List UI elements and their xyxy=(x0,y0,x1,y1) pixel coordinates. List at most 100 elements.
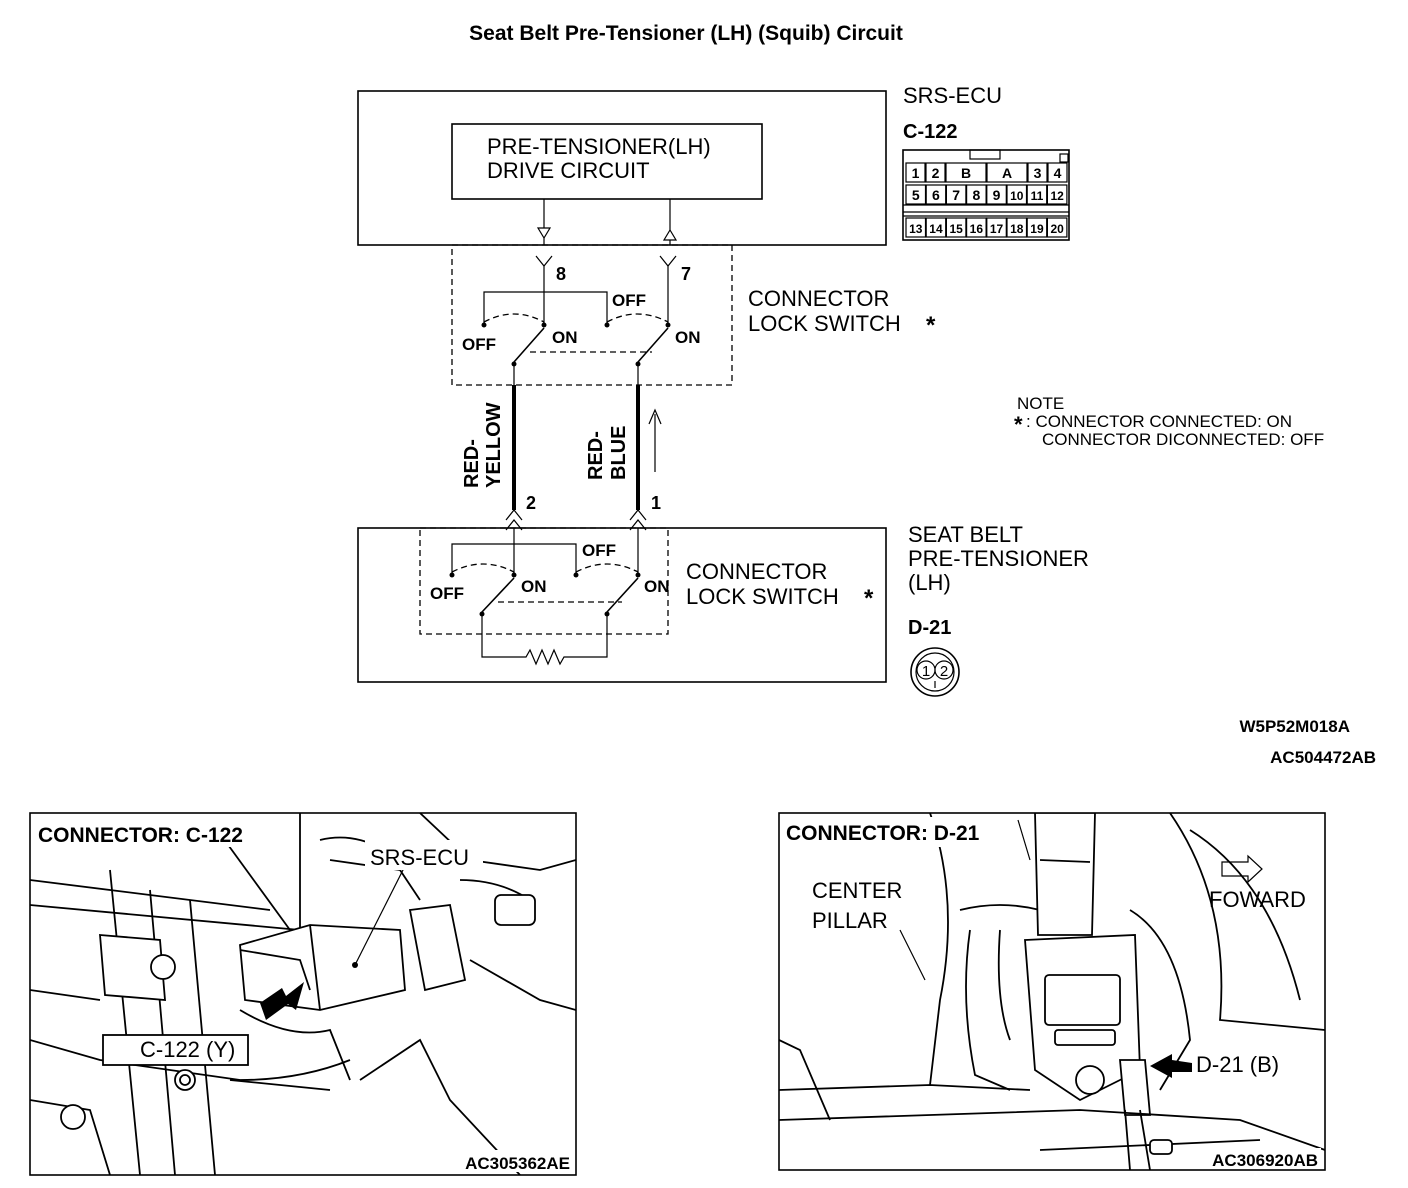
upper-on-right: ON xyxy=(675,328,701,347)
c122-cavity xyxy=(1047,162,1068,183)
pretensioner-name-line3: (LH) xyxy=(908,570,951,595)
c122-pin-label: 15 xyxy=(949,222,963,236)
c122-pin-label: 2 xyxy=(932,165,940,181)
photo-right-title: CONNECTOR: D-21 xyxy=(786,822,980,845)
c122-pin-label: 4 xyxy=(1054,165,1062,181)
c122-pin-label: 8 xyxy=(972,187,980,203)
upper-off-left: OFF xyxy=(462,335,496,354)
photo-left-panel: CONNECTOR: C-122 SRS-ECU C-122 (Y) AC305… xyxy=(29,812,577,1176)
pin1-fork-icon xyxy=(629,509,647,521)
ecu-connector-label: C-122 xyxy=(903,121,957,143)
c122-pin-label: 11 xyxy=(1031,189,1044,203)
c122-cavity xyxy=(986,217,1007,238)
c122-pin-label: 12 xyxy=(1050,189,1064,203)
c122-cavity xyxy=(925,184,947,205)
c122-cavity xyxy=(1006,184,1028,205)
upper-lock-switch: 8 7 OFF ON OFF ON xyxy=(451,244,733,386)
lower-on-left: ON xyxy=(521,577,547,596)
note-line1: : CONNECTOR CONNECTED: ON xyxy=(1026,412,1292,431)
c122-cavity xyxy=(945,162,987,183)
upper-switch-label-line1: CONNECTOR xyxy=(748,286,889,311)
lower-on-right: ON xyxy=(644,577,670,596)
d21-pin2: 2 xyxy=(940,663,948,680)
c122-cavity xyxy=(986,184,1007,205)
pin8-fork-icon xyxy=(535,255,553,267)
c122-pin-label: 3 xyxy=(1034,165,1042,181)
c122-pin-label: 16 xyxy=(970,222,984,236)
c122-pin-label: 13 xyxy=(909,222,923,236)
c122-pin-label: 17 xyxy=(990,222,1004,236)
left-wire-color-line1: RED- xyxy=(461,439,483,488)
c122-pin-label: A xyxy=(1002,165,1012,181)
pin2-fork-icon xyxy=(505,509,523,521)
c122-pin-label: B xyxy=(961,165,971,181)
c122-cavity xyxy=(1027,162,1048,183)
c122-cavity xyxy=(1006,217,1028,238)
lower-switch-asterisk: * xyxy=(864,585,874,612)
squib-resistor-icon xyxy=(481,614,608,666)
pretensioner-box: OFF ON OFF ON xyxy=(357,527,887,683)
photo-right-callout-connector: D-21 (B) xyxy=(1196,1052,1279,1077)
drive-circuit-line2: DRIVE CIRCUIT xyxy=(487,158,650,183)
d21-connector-face: 1 2 xyxy=(910,647,960,697)
d21-pin1: 1 xyxy=(922,663,930,680)
c122-pin-label: 20 xyxy=(1050,222,1064,236)
arrow-pointer-icon-right xyxy=(1150,1054,1192,1078)
c122-cavity xyxy=(925,217,947,238)
right-wire-color-line2: BLUE xyxy=(608,426,630,480)
diagram-title: Seat Belt Pre-Tensioner (LH) (Squib) Cir… xyxy=(469,22,903,45)
drive-circuit-line1: PRE-TENSIONER(LH) xyxy=(487,134,711,159)
photo-right-panel: CONNECTOR: D-21 CENTER PILLAR FOWARD D-2… xyxy=(778,812,1326,1171)
output-arrow-icon xyxy=(536,227,552,240)
upper-off-right: OFF xyxy=(612,291,646,310)
c122-cavity xyxy=(905,162,926,183)
drive-circuit-box xyxy=(451,123,763,200)
note-asterisk: * xyxy=(1014,412,1023,437)
lower-off-right: OFF xyxy=(582,541,616,560)
lower-switch-label-line1: CONNECTOR xyxy=(686,559,827,584)
c122-pin-label: 14 xyxy=(929,222,943,236)
pin7-fork-icon xyxy=(659,255,677,267)
note-line2: CONNECTOR DICONNECTED: OFF xyxy=(1042,430,1324,449)
srs-ecu-box: PRE-TENSIONER(LH) DRIVE CIRCUIT xyxy=(357,90,887,246)
diagram-code-2: AC504472AB xyxy=(1270,748,1376,767)
dashboard-illustration xyxy=(30,813,576,1175)
lower-switch-label-line2: LOCK SWITCH xyxy=(686,584,839,609)
current-arrow-icon xyxy=(648,408,662,425)
c122-pin-label: 5 xyxy=(912,187,920,203)
photo-left-title: CONNECTOR: C-122 xyxy=(38,824,243,847)
photo-left-callout-ecu: SRS-ECU xyxy=(370,845,469,870)
upper-switch-asterisk: * xyxy=(926,312,936,339)
note-block: NOTE * : CONNECTOR CONNECTED: ON CONNECT… xyxy=(1014,394,1324,449)
c122-cavity xyxy=(1026,217,1048,238)
photo-right-callout-pillar-line2: PILLAR xyxy=(812,908,888,933)
c122-cavity xyxy=(945,217,967,238)
c122-pin-label: 1 xyxy=(912,165,920,181)
upper-on-left: ON xyxy=(552,328,578,347)
photo-left-callout-connector: C-122 (Y) xyxy=(140,1037,235,1062)
pretensioner-name-line2: PRE-TENSIONER xyxy=(908,546,1089,571)
pin7-label: 7 xyxy=(681,264,691,284)
c122-cavity xyxy=(1046,184,1068,205)
pretensioner-name-line1: SEAT BELT xyxy=(908,522,1023,547)
pin1-label: 1 xyxy=(651,493,661,513)
right-wire-color-line1: RED- xyxy=(585,431,607,480)
arrow-pointer-icon xyxy=(260,982,304,1020)
upper-switch-label-line2: LOCK SWITCH xyxy=(748,311,901,336)
c122-cavity xyxy=(945,184,967,205)
c122-cavity xyxy=(1026,184,1048,205)
pretensioner-connector-label: D-21 xyxy=(908,617,951,639)
note-heading: NOTE xyxy=(1017,394,1064,413)
photo-right-callout-pillar-line1: CENTER xyxy=(812,878,902,903)
pin2-label: 2 xyxy=(526,493,536,513)
c122-cavity xyxy=(1046,217,1068,238)
c122-cavity xyxy=(925,162,946,183)
c122-cavity xyxy=(905,184,927,205)
diagram-code-1: W5P52M018A xyxy=(1239,717,1350,736)
forward-arrow-icon xyxy=(1221,854,1263,884)
photo-right-code: AC306920AB xyxy=(1212,1151,1318,1170)
photo-left-code: AC305362AE xyxy=(465,1154,570,1173)
